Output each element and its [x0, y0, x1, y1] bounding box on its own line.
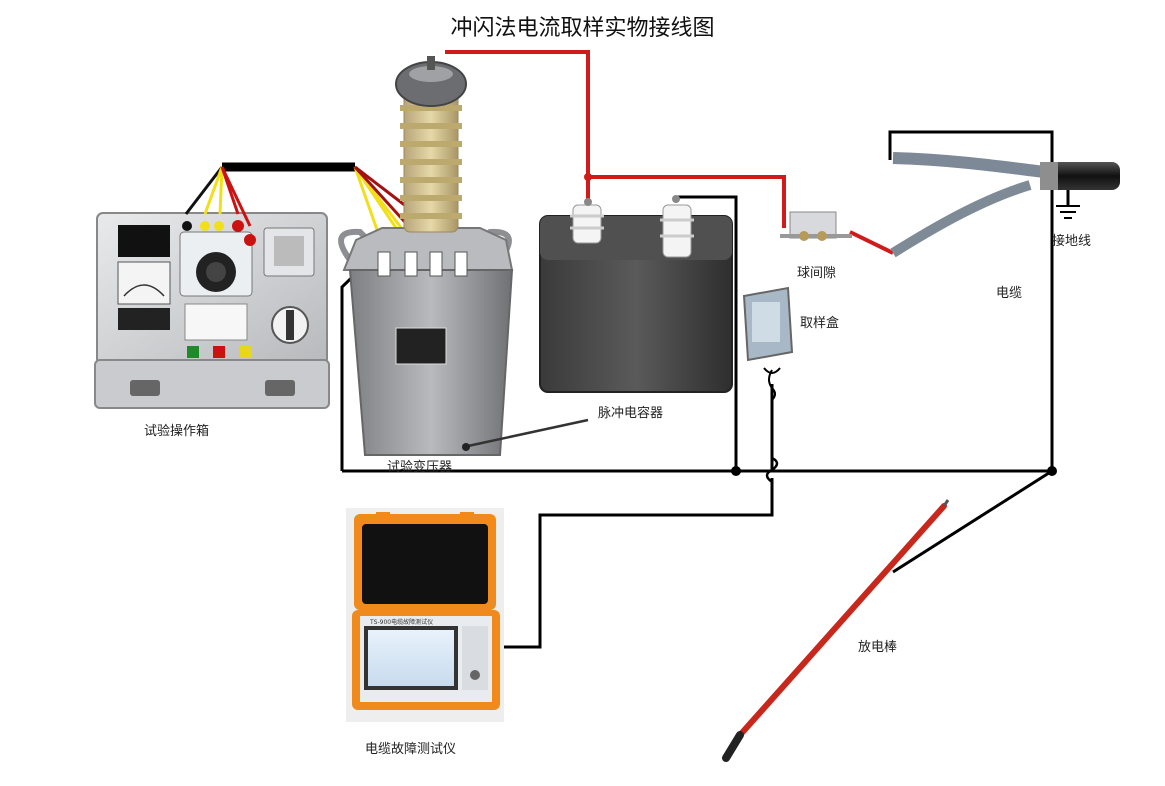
- label-sampling-box: 取样盒: [800, 316, 840, 331]
- label-ball-gap: 球间隙: [797, 266, 837, 281]
- hv-junction: [584, 173, 592, 181]
- test-transformer: [338, 56, 514, 456]
- cable-fault-tester: [346, 508, 504, 722]
- discharge-rod: [722, 499, 950, 762]
- label-discharge-rod: 放电棒: [858, 640, 898, 655]
- tester-header-text: TS-900电缆故障测试仪: [370, 619, 434, 626]
- ground-symbol: [1056, 205, 1080, 219]
- ground-wiring: [340, 130, 1070, 649]
- wire-crossover: [765, 456, 779, 484]
- label-transformer: 试验变压器: [387, 460, 453, 475]
- label-fault-tester: 电缆故障测试仪: [365, 742, 457, 757]
- hv-wiring: [445, 50, 894, 255]
- sampling-wire-coil: [763, 367, 781, 401]
- diagram-title: 冲闪法电流取样实物接线图: [450, 16, 715, 41]
- junction-dots: [731, 466, 1057, 476]
- label-ground-wire: 接地线: [1052, 234, 1092, 249]
- power-cable: [890, 152, 1120, 258]
- ball-gap: [780, 211, 852, 241]
- sampling-box: [742, 286, 794, 362]
- label-capacitor: 脉冲电容器: [598, 406, 664, 421]
- label-cable: 电缆: [996, 286, 1023, 301]
- label-control-box: 试验操作箱: [144, 424, 210, 439]
- ground-rod-tip: [462, 443, 470, 451]
- control-box: [94, 212, 330, 409]
- pulse-capacitor: [539, 195, 733, 393]
- ground-rod: [467, 418, 589, 448]
